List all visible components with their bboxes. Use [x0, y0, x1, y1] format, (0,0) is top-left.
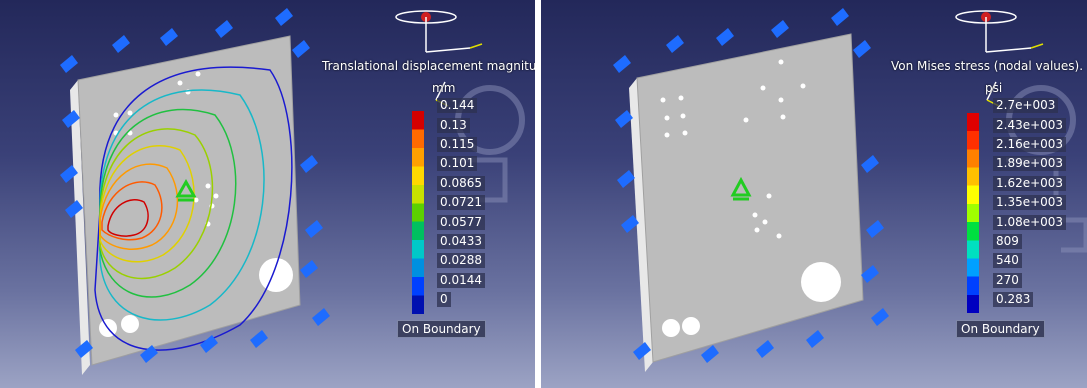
load-arrow-icon	[730, 176, 752, 201]
compass-icon	[955, 10, 1044, 107]
color-scale-bar	[967, 113, 979, 313]
large-hole	[801, 262, 841, 302]
tick-label: 0	[437, 292, 451, 308]
plate-edge	[70, 80, 90, 375]
tick-label: 270	[993, 272, 1022, 288]
load-arrow-icon	[175, 178, 197, 202]
legend-title: Translational displacement magnitude	[322, 59, 535, 73]
tick-label: 2.7e+003	[993, 98, 1059, 114]
tick-label: 0.0288	[437, 253, 485, 269]
tick-label: 2.16e+003	[993, 136, 1067, 152]
tick-label: 1.08e+003	[993, 214, 1067, 230]
tick-label: 0.115	[437, 136, 478, 152]
compass-icon	[395, 10, 483, 107]
tick-label: 0.0721	[437, 195, 485, 211]
tick-label: 540	[993, 253, 1022, 269]
stress-model[interactable]	[541, 0, 1087, 388]
tick-label: 0.283	[993, 292, 1034, 308]
color-scale-bar	[412, 111, 424, 314]
tick-label: 0.13	[437, 117, 470, 133]
tick-label: 0.0144	[437, 272, 485, 288]
tick-label: 0.0433	[437, 233, 485, 249]
tick-label: 2.43e+003	[993, 117, 1067, 133]
plate-edge	[629, 78, 653, 372]
tick-label: 0.144	[437, 98, 478, 114]
left-viewport-displacement[interactable]: Translational displacement magnitude mm …	[0, 0, 535, 388]
tick-label: 1.35e+003	[993, 195, 1067, 211]
legend-ticks: 2.7e+003 2.43e+003 2.16e+003 1.89e+003 1…	[993, 96, 1067, 309]
tick-label: 1.62e+003	[993, 175, 1067, 191]
legend-ticks: 0.144 0.13 0.115 0.101 0.0865 0.0721 0.0…	[437, 96, 485, 309]
clamp-restraint-icon	[613, 8, 889, 363]
on-boundary-label[interactable]: On Boundary	[956, 320, 1045, 338]
tick-label: 809	[993, 233, 1022, 249]
on-boundary-label[interactable]: On Boundary	[397, 320, 486, 338]
legend-unit: psi	[985, 81, 1003, 95]
plate	[636, 33, 864, 363]
large-hole	[259, 258, 293, 292]
legend-title: Von Mises stress (nodal values).	[891, 59, 1084, 73]
tick-label: 1.89e+003	[993, 156, 1067, 172]
displacement-model[interactable]	[0, 0, 535, 388]
panel-divider	[535, 0, 541, 388]
right-viewport-von-mises[interactable]: Von Mises stress (nodal values). psi 2.7…	[541, 0, 1087, 388]
tick-label: 0.0865	[437, 175, 485, 191]
legend-unit: mm	[432, 81, 456, 95]
clamp-restraint-icon	[60, 8, 330, 363]
tick-label: 0.101	[437, 156, 478, 172]
tick-label: 0.0577	[437, 214, 485, 230]
